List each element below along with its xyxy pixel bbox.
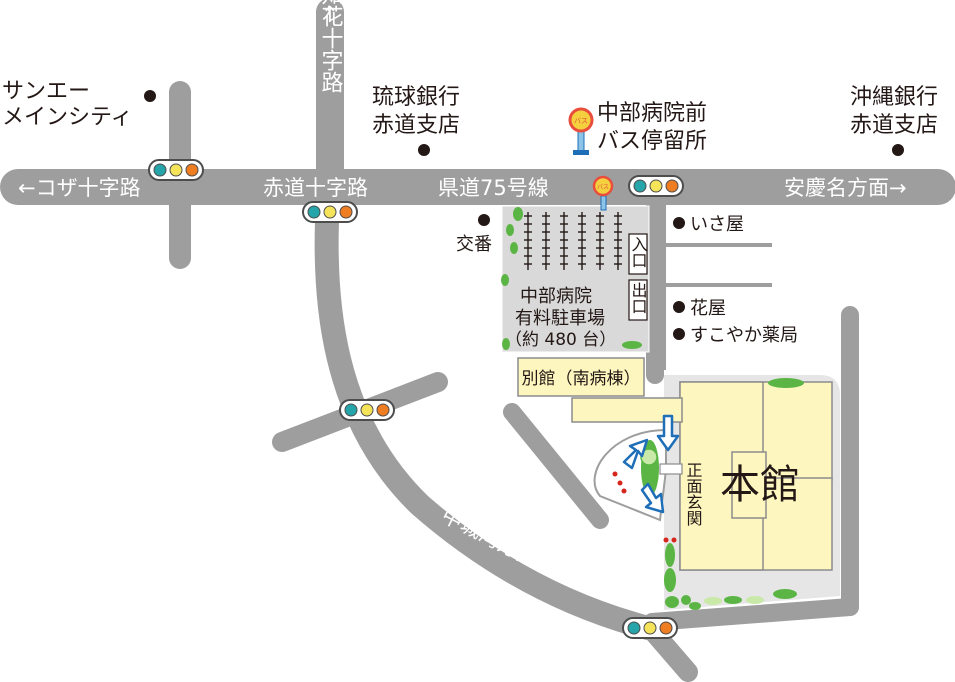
arrow-down (656, 414, 680, 452)
sunnyea-label-line1: サンエー (2, 79, 90, 104)
dropoff-tree (640, 448, 658, 466)
sunnyea-label-line2: メインシティ (2, 105, 133, 130)
hanaya-label: 花屋 (690, 298, 726, 319)
hospital-greenery (664, 378, 804, 610)
exit-label: 出口 (629, 282, 648, 314)
signal-lamp (633, 179, 647, 193)
chibana-arrow: ↑ (321, 3, 339, 28)
parking-greenery (501, 207, 642, 350)
traffic-signal-4 (339, 399, 395, 421)
okinawa-bank-label-line1: 沖縄銀行 (850, 85, 938, 110)
signal-lamp (169, 163, 183, 177)
parking-label-line2: 有料駐車場 (515, 308, 605, 329)
signal-lamp (307, 205, 321, 219)
isaya-dot (673, 217, 685, 229)
sunnyea-dot (144, 90, 156, 102)
pharmacy-dot (673, 328, 685, 340)
signal-lamp (627, 621, 641, 635)
landmark-dots (144, 90, 904, 340)
ryukyu-bank-label-line1: 琉球銀行 (372, 85, 460, 110)
traffic-arrows (622, 414, 680, 514)
signal-lamp (659, 621, 673, 635)
signal-lamp (323, 205, 337, 219)
bus-stop-label-line1: 中部病院前 (597, 101, 707, 126)
signal-lamp (185, 163, 199, 177)
parking-label-line1: 中部病院 (520, 286, 592, 307)
signal-lamp (665, 179, 679, 193)
signal-lamp (153, 163, 167, 177)
ryukyu-bank-label-line2: 赤道支店 (372, 113, 460, 138)
entrance-canopy (659, 463, 683, 475)
bus-stop-small: バス (592, 175, 614, 211)
traffic-signals (148, 159, 684, 639)
route75-label: 県道75号線 (438, 176, 549, 200)
main-building-label: 本館 (720, 462, 800, 508)
traffic-signal-5 (622, 617, 678, 639)
bus-stop-label-line2: バス停留所 (597, 129, 707, 154)
parking-area (501, 205, 650, 353)
traffic-signal-3 (628, 175, 684, 197)
traffic-signal-2 (302, 201, 358, 223)
pharmacy-label: すこやか薬局 (690, 325, 798, 346)
okinawa-bank-dot (892, 144, 904, 156)
akamichi-crossing-label: 赤道十字路 (263, 176, 368, 200)
arrow-up-left (622, 438, 649, 470)
main-entrance-label: 正面玄関 (684, 462, 703, 527)
annex-building-wing (571, 397, 683, 423)
chibana-crossing-label: 知花十字路 (318, 0, 344, 93)
nakagusuku-road (314, 188, 660, 640)
parking-stalls (524, 212, 622, 270)
hospital-grounds: 本館 正面玄関 別館（南病棟） (517, 357, 840, 610)
hospital-driveway (503, 403, 609, 529)
annex-label: 別館（南病棟） (522, 369, 641, 389)
parking-label-line3: （約 480 台） (505, 330, 616, 350)
hanaya-dot (673, 301, 685, 313)
ryukyu-bank-dot (418, 144, 430, 156)
bus-sign-small: バス (597, 184, 609, 191)
bus-stop-large: バス (568, 107, 594, 155)
signal-lamp (360, 403, 374, 417)
hospital-south-road (643, 598, 859, 631)
koza-crossing-label: ←コザ十字路 (18, 176, 141, 200)
bus-sign-large: バス (574, 117, 588, 125)
side-streets (662, 205, 772, 370)
police-box-label: 交番 (456, 234, 492, 255)
signal-lamp (344, 403, 358, 417)
isaya-label: いさ屋 (690, 214, 744, 235)
exit-sign (628, 279, 648, 321)
signal-lamp (643, 621, 657, 635)
main-building-core (731, 451, 767, 519)
parking-lot: 中部病院 有料駐車場 （約 480 台） 入口 出口 (501, 205, 650, 353)
entrance-label: 入口 (629, 236, 648, 268)
signal-lamp (376, 403, 390, 417)
arrow-down-right (640, 482, 665, 514)
entrance-sign (628, 233, 648, 275)
agena-direction-label: 安慶名方面→ (784, 176, 907, 200)
walkway-dots (612, 471, 677, 543)
signal-lamp (649, 179, 663, 193)
police-box-dot (478, 214, 490, 226)
annex-building (517, 357, 645, 397)
okinawa-bank-label-line2: 赤道支店 (850, 113, 938, 138)
signal-lamp (339, 205, 353, 219)
traffic-signal-1 (148, 159, 204, 181)
